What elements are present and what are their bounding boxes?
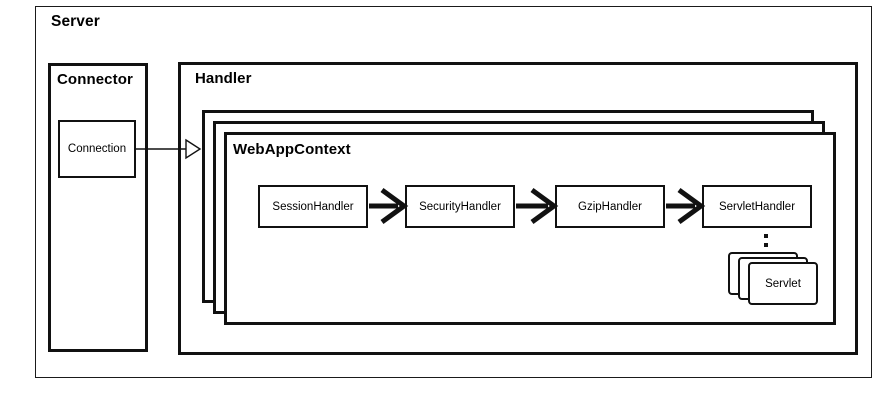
- session-handler-label: SessionHandler: [272, 200, 354, 213]
- handler-label: Handler: [195, 70, 252, 87]
- server-label: Server: [51, 13, 100, 30]
- node-session-handler: SessionHandler: [258, 185, 368, 228]
- node-security-handler: SecurityHandler: [405, 185, 515, 228]
- webappcontext-label: WebAppContext: [233, 141, 351, 158]
- servlet-handler-label: ServletHandler: [718, 200, 796, 213]
- security-handler-label: SecurityHandler: [419, 200, 501, 213]
- connector-container: [48, 63, 148, 352]
- node-gzip-handler: GzipHandler: [555, 185, 665, 228]
- gzip-handler-label: GzipHandler: [578, 200, 642, 213]
- connection-label: Connection: [67, 143, 127, 155]
- connection-node: Connection: [58, 120, 136, 178]
- servlet-node: Servlet: [748, 262, 818, 305]
- connector-label: Connector: [57, 71, 133, 88]
- node-servlet-handler: ServletHandler: [702, 185, 812, 228]
- servlet-label: Servlet: [765, 277, 801, 290]
